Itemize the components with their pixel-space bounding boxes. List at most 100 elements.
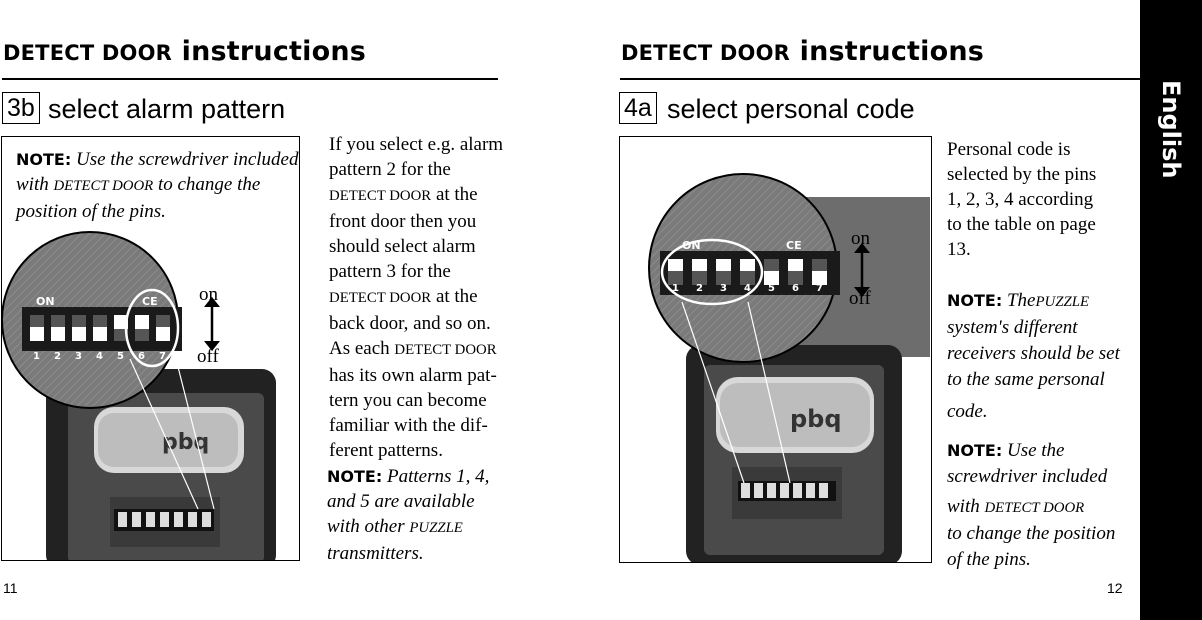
note-label: NOTE: (327, 467, 383, 486)
body-line: 13. (947, 239, 971, 260)
body-line: tern you can become (329, 390, 487, 411)
dip-number: 2 (54, 351, 61, 362)
language-tab (1140, 0, 1202, 620)
note-line: receivers should be set (947, 343, 1120, 364)
note-label: NOTE: (16, 150, 72, 169)
right-photo-frame: pbq ON CE 1 2 3 4 5 6 7 (619, 136, 932, 563)
heading-brand: Detect Door (621, 41, 791, 65)
body-line: pattern 3 for the (329, 261, 451, 282)
right-note-2: NOTE: Use the screwdriver included with … (947, 438, 1127, 573)
brand-name: Detect Door (329, 188, 432, 204)
heading-word: instructions (799, 36, 985, 67)
left-on-label: on (199, 284, 218, 305)
body-line: familiar with the dif- (329, 415, 488, 436)
right-note: NOTE: ThePuzzle system's different recei… (947, 288, 1127, 425)
body-line: pattern 2 for the (329, 159, 451, 180)
note-text: The (1006, 290, 1036, 311)
dip-number: 3 (720, 283, 727, 294)
left-heading: Detect Door instructions (3, 36, 366, 67)
left-note: NOTE: Use the screwdriver included with … (16, 147, 306, 224)
note-line: with Detect Door (947, 494, 1127, 521)
svg-text:pbq: pbq (162, 430, 209, 455)
body-line: Personal code is (947, 139, 1071, 160)
body-line: has its own alarm pat- (329, 365, 497, 386)
note-text: Patterns 1, 4, and 5 are available with … (327, 466, 490, 537)
dip-number: 5 (768, 283, 775, 294)
right-off-label: off (849, 288, 871, 309)
dip-number: 4 (744, 283, 751, 294)
step-title: select alarm pattern (48, 94, 286, 124)
right-body-text: Personal code is selected by the pins 1,… (947, 137, 1127, 262)
dip-number: 2 (696, 283, 703, 294)
note-line: to change the position (947, 523, 1116, 544)
note-text: Use the screwdriver included with (16, 149, 299, 195)
left-off-label: off (197, 346, 219, 367)
note-line: NOTE: ThePuzzle (947, 288, 1127, 315)
brand-name: Puzzle (1035, 294, 1089, 310)
dip-ce-label: CE (786, 239, 802, 252)
note-label: NOTE: (947, 291, 1003, 310)
body-fragment: at the (435, 286, 478, 307)
note-line: system's different (947, 317, 1078, 338)
receiver-photo: pbq ON CE 1 2 3 4 5 6 7 (648, 173, 930, 562)
dip-number: 6 (792, 283, 799, 294)
dip-on-label: ON (36, 295, 55, 308)
left-body-text: If you select e.g. alarm pattern 2 for t… (329, 132, 519, 463)
dip-number: 7 (159, 351, 166, 362)
note-label: NOTE: (947, 441, 1003, 460)
heading-brand: Detect Door (3, 41, 173, 65)
note-text: with (947, 496, 980, 517)
note-text: Use the (1006, 440, 1065, 461)
receiver-photo: pbq ON CE 1 2 3 4 5 6 7 (2, 231, 276, 560)
note-line: code. (947, 401, 988, 422)
body-line: As each Detect Door (329, 336, 519, 363)
step-title: select personal code (667, 94, 915, 124)
body-fragment: As each (329, 338, 390, 359)
language-tab-label: English (1157, 80, 1185, 179)
dip-number: 1 (33, 351, 40, 362)
dip-number: 5 (117, 351, 124, 362)
right-page-number: 12 (1107, 580, 1123, 596)
body-line: front door then you (329, 211, 477, 232)
brand-name: Puzzle (409, 520, 463, 536)
step-number: 4a (624, 94, 652, 122)
dip-number: 4 (96, 351, 103, 362)
body-line: If you select e.g. alarm (329, 134, 504, 155)
on-off-arrow-icon (204, 297, 220, 351)
dip-ce-label: CE (142, 295, 158, 308)
body-line: 1, 2, 3, 4 according (947, 189, 1094, 210)
dip-number: 7 (816, 283, 823, 294)
left-heading-rule (2, 78, 498, 80)
step-number-box: 3b (2, 92, 40, 124)
brand-name: Detect Door (394, 342, 497, 358)
left-photo-frame: pbq ON CE 1 2 3 4 5 6 7 (1, 136, 300, 561)
body-line: selected by the pins (947, 164, 1097, 185)
body-line: Detect Door at the (329, 284, 519, 311)
dip-number: 6 (138, 351, 145, 362)
brand-name: Detect Door (329, 290, 432, 306)
dip-number: 3 (75, 351, 82, 362)
body-fragment: at the (435, 184, 478, 205)
brand-name: Detect Door (53, 178, 154, 194)
svg-text:pbq: pbq (790, 405, 842, 433)
step-number-box: 4a (619, 92, 657, 124)
left-page-number: 11 (3, 580, 18, 596)
right-heading-rule (620, 78, 1140, 80)
step-number: 3b (7, 94, 35, 122)
heading-word: instructions (181, 36, 367, 67)
body-line: should select alarm (329, 236, 476, 257)
left-note-2: NOTE: Patterns 1, 4, and 5 are available… (327, 464, 507, 566)
body-line: to the table on page (947, 214, 1096, 235)
body-line: back door, and so on. (329, 313, 491, 334)
body-line: Detect Door at the (329, 182, 519, 209)
note-line: of the pins. (947, 549, 1031, 570)
note-line: NOTE: Use the (947, 438, 1127, 464)
note-line: to the same personal (947, 369, 1105, 390)
right-on-label: on (851, 228, 870, 249)
body-line: ferent patterns. (329, 440, 443, 461)
on-off-arrow-icon (854, 243, 870, 297)
dip-number: 1 (672, 283, 679, 294)
note-line: screwdriver included (947, 466, 1108, 487)
brand-name: Detect Door (984, 500, 1085, 516)
note-text: transmitters. (327, 543, 424, 564)
